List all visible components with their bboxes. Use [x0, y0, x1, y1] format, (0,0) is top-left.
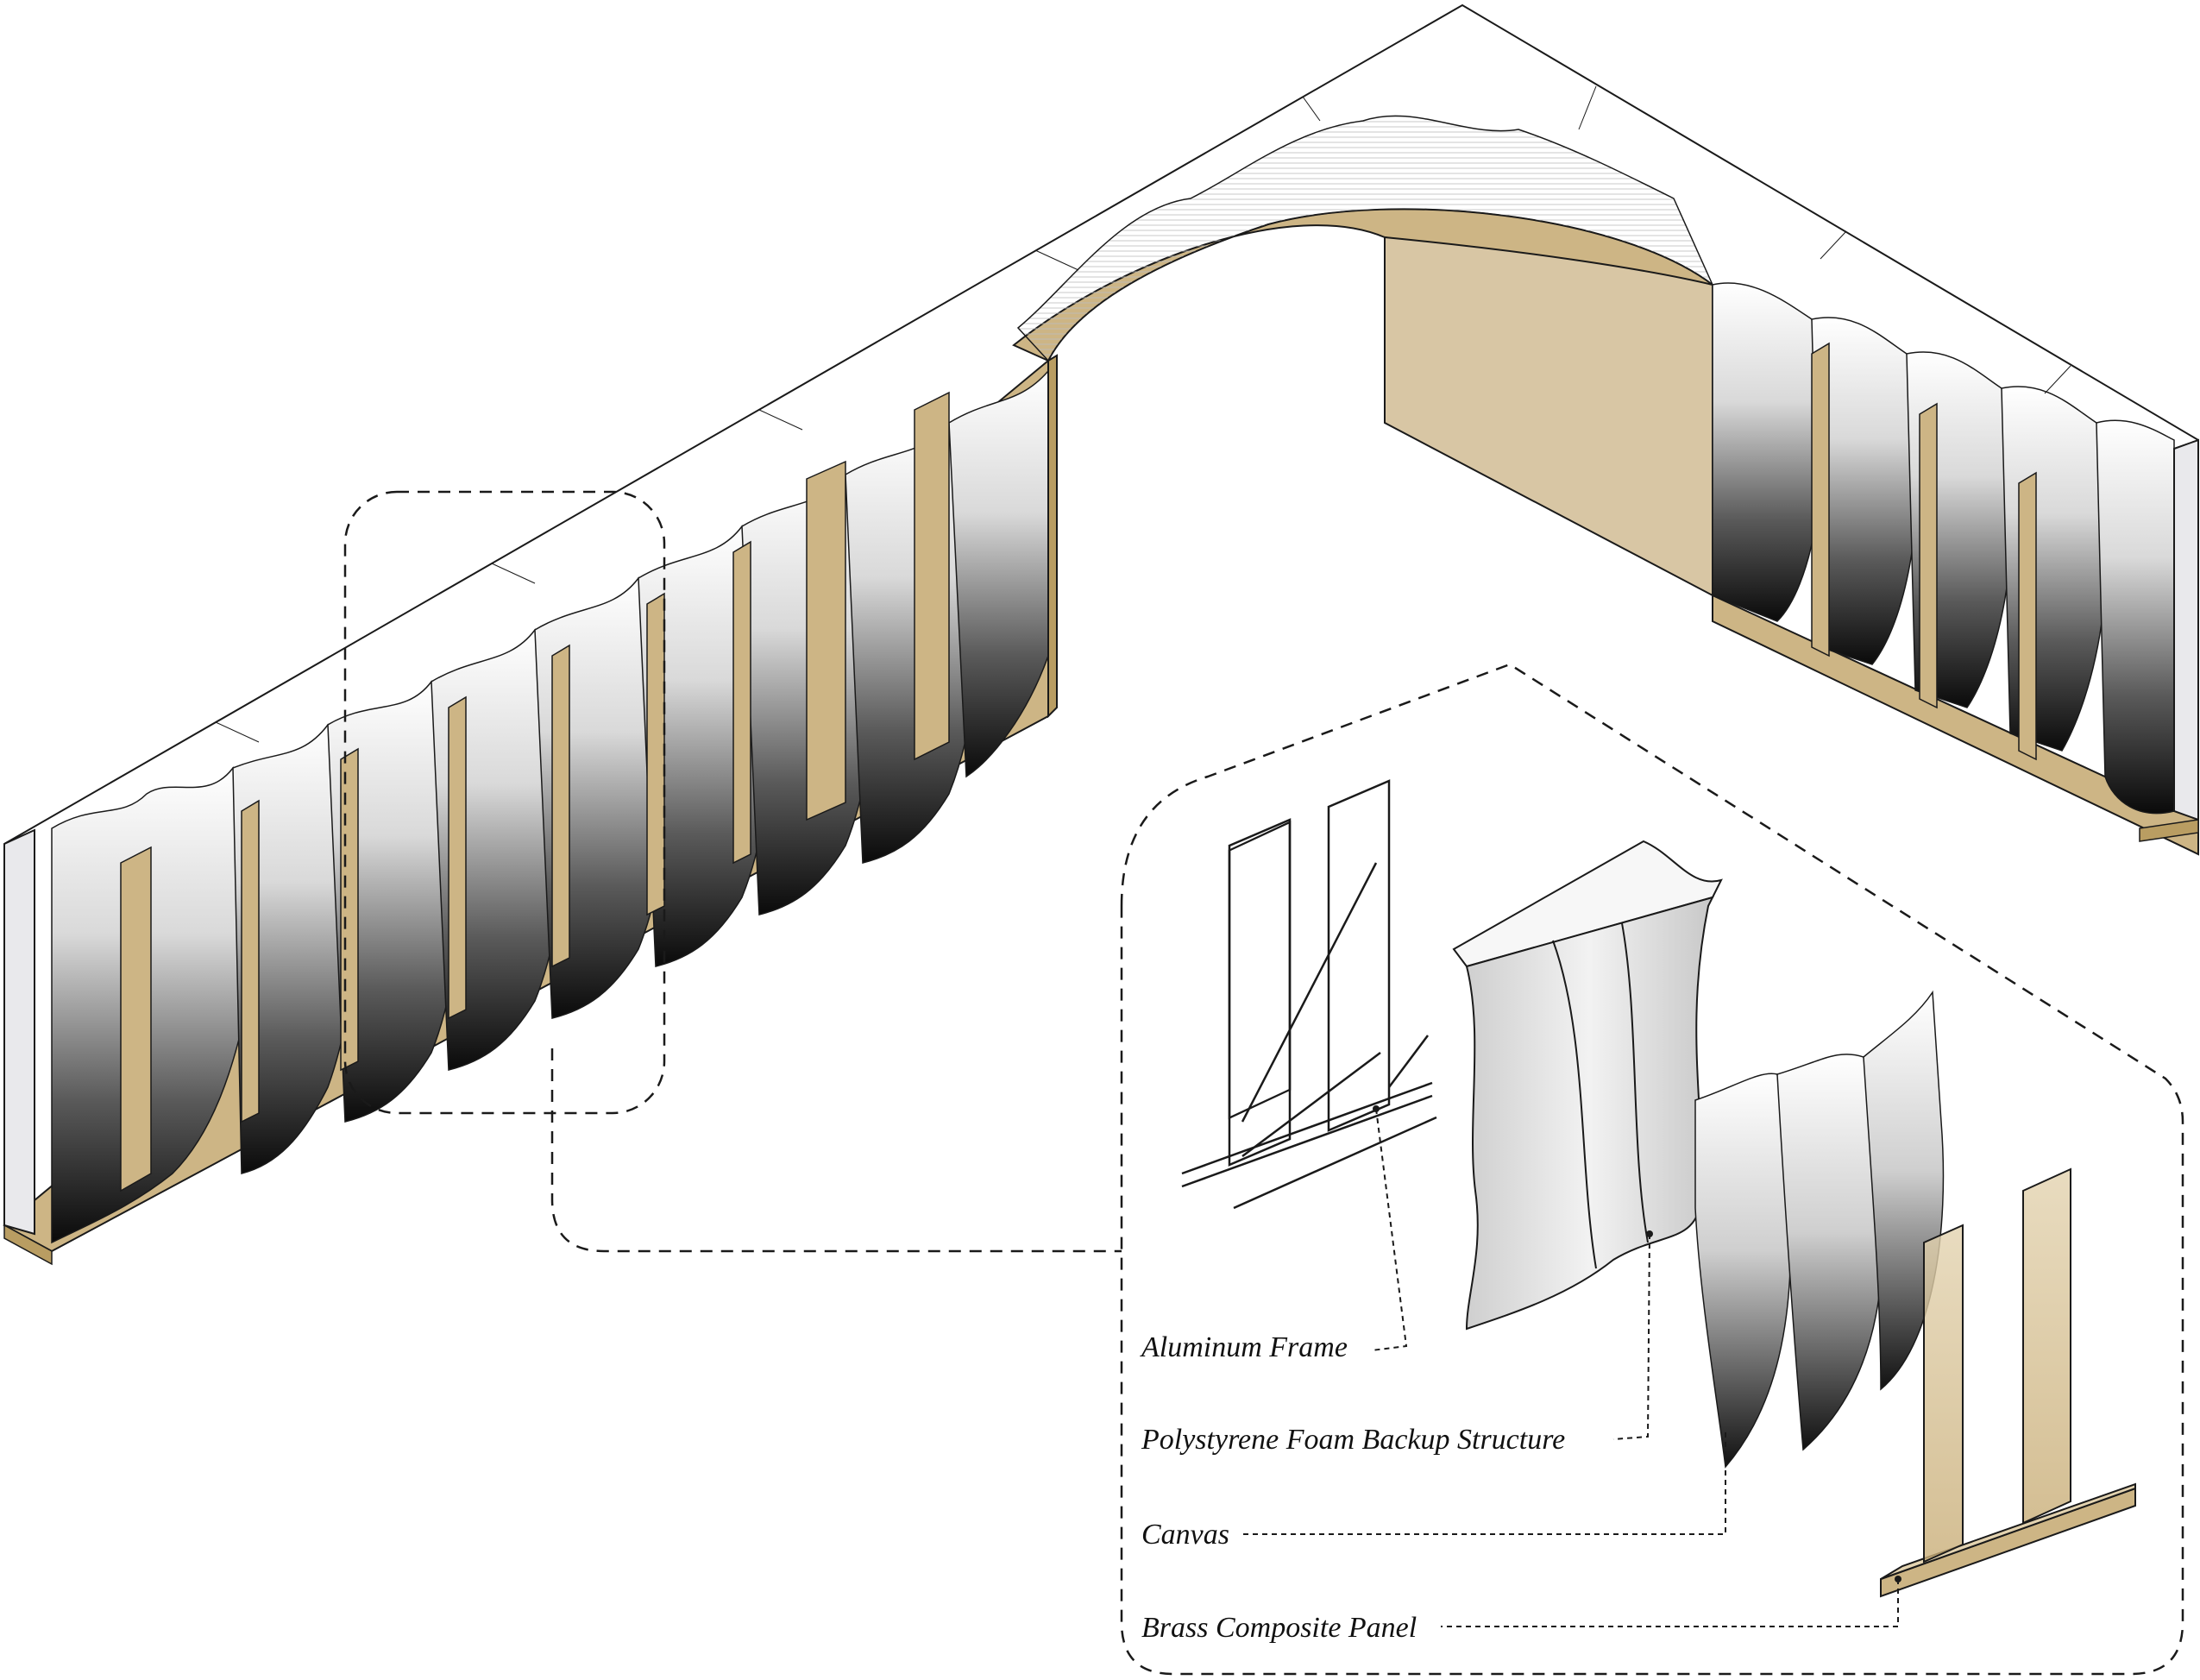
- detail-focus-dashed-box: [343, 490, 666, 1115]
- label-canvas: Canvas: [1141, 1519, 1229, 1551]
- foam-fold: [1552, 940, 1597, 1269]
- drape-column: [1712, 282, 1824, 622]
- canvas-panel: [1694, 1073, 1792, 1469]
- arch-crown-drapery: [1016, 115, 1713, 362]
- brass-fin: [1811, 342, 1830, 658]
- brass-panel-component: [1880, 1167, 2136, 1598]
- right-base-edge: [2139, 819, 2199, 842]
- foam-fold: [1621, 922, 1649, 1243]
- brass-base-plate: [1880, 1487, 2136, 1598]
- leader-foam: [1612, 1233, 1650, 1440]
- foam-body: [1465, 896, 1714, 1331]
- arch-back-panel: [1384, 236, 1713, 597]
- brass-fin: [914, 391, 950, 761]
- installation-wall: [3, 3, 2199, 1266]
- leader-dot: [1373, 1105, 1380, 1112]
- right-brass-fins: [1811, 342, 2037, 761]
- brass-fin-tall: [2022, 1167, 2071, 1525]
- brass-fin: [120, 846, 152, 1192]
- frame-base-rail: [1181, 1081, 1437, 1210]
- drape-column: [2096, 419, 2175, 815]
- frame-extension: [1388, 1035, 1429, 1088]
- arch-side-jamb: [1047, 354, 1058, 719]
- brass-fin: [551, 644, 570, 968]
- label-aluminum-frame: Aluminum Frame: [1141, 1331, 1348, 1363]
- right-drapery: [1712, 282, 2175, 815]
- detail-frame-dashed-boundary: [1120, 663, 2184, 1676]
- drape-column: [51, 766, 260, 1244]
- brass-fin: [732, 540, 751, 865]
- left-end-cap: [3, 828, 35, 1236]
- wall-top-outline: [3, 3, 2199, 845]
- canvas-component: [1694, 990, 1945, 1469]
- leader-lines: [1242, 1108, 1899, 1627]
- leader-aluminum-frame: [1371, 1108, 1408, 1351]
- brass-fin: [448, 695, 467, 1020]
- brass-fin: [2018, 471, 2037, 761]
- left-brass-fins: [120, 391, 950, 1192]
- left-drapery: [51, 369, 1049, 1244]
- brass-fin: [646, 592, 665, 916]
- arch-opening: [1012, 115, 1716, 719]
- canvas-panel: [1776, 1054, 1884, 1451]
- drape-column: [2001, 386, 2109, 752]
- leader-dot: [1646, 1230, 1653, 1237]
- wall-top-joints: [215, 85, 2071, 743]
- brass-fin: [806, 460, 846, 821]
- frame-upright-right: [1327, 779, 1391, 1132]
- label-foam-backup: Polystyrene Foam Backup Structure: [1141, 1424, 1566, 1456]
- leader-dots: [1373, 1105, 1901, 1582]
- brass-base-top: [1880, 1482, 2136, 1580]
- brass-fin: [1919, 402, 1938, 709]
- left-base-edge: [3, 1224, 53, 1266]
- right-end-cap: [2173, 438, 2199, 821]
- frame-diagonal: [1241, 862, 1381, 1157]
- label-brass-panel: Brass Composite Panel: [1141, 1612, 1417, 1644]
- foam-top-surface: [1452, 840, 1723, 968]
- frame-upright-left: [1228, 818, 1292, 1167]
- brass-fin: [241, 799, 260, 1123]
- frame-rail: [1228, 821, 1292, 1120]
- callout-leader-dashed: [550, 1048, 1122, 1253]
- aluminum-frame-component: [1181, 779, 1437, 1210]
- brass-fin: [340, 747, 359, 1072]
- leader-dot: [1895, 1576, 1901, 1582]
- leader-brass: [1441, 1579, 1899, 1627]
- foam-backup-component: [1452, 840, 1723, 1331]
- brass-fin-short: [1923, 1224, 1964, 1564]
